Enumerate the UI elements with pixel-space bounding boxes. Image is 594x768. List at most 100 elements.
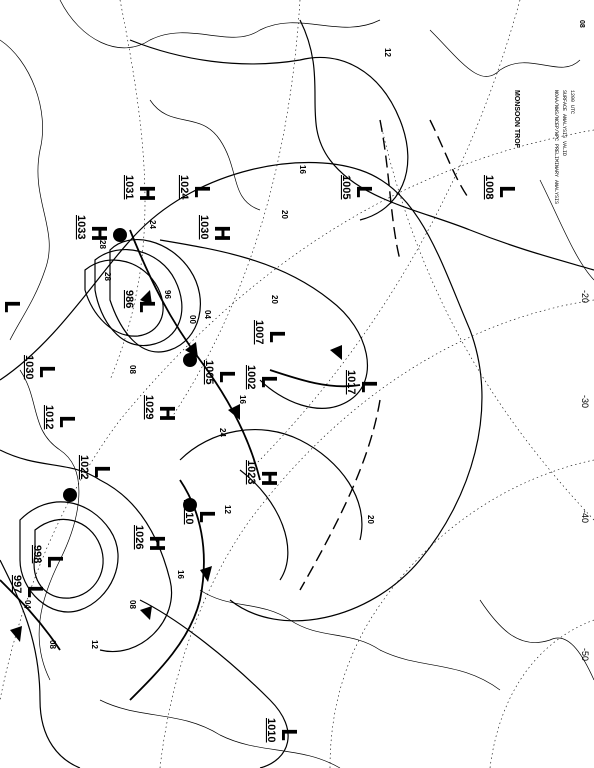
- isobar-label: 12: [223, 505, 232, 514]
- pressure-value: 1026: [133, 525, 145, 549]
- lat-label: -20: [580, 290, 590, 303]
- isobar-label: 28: [103, 272, 112, 281]
- header-line-1: NOAA/NWS/NCEP/WPC PRELIMINARY ANALYSIS: [553, 90, 559, 204]
- low-symbol: L: [495, 185, 519, 198]
- isobar-label: 20: [366, 515, 375, 524]
- pressure-value: 1002: [245, 365, 257, 389]
- pressure-value: 997: [11, 575, 23, 593]
- pressure-value: 1010: [183, 500, 195, 524]
- pressure-value: 1023: [245, 460, 257, 484]
- low-symbol: L: [43, 555, 67, 568]
- isobar-label: 12: [90, 640, 99, 649]
- isobar-label: 20: [270, 295, 279, 304]
- pressure-value: 1033: [75, 215, 87, 239]
- isobar-label: 20: [280, 210, 289, 219]
- pressure-value: 1007: [253, 320, 265, 344]
- high-symbol: H: [155, 405, 179, 422]
- isobar-label: 08: [128, 365, 137, 374]
- pressure-value: 1029: [143, 395, 155, 419]
- pressure-value: 1022: [78, 455, 90, 479]
- trough-lines: [299, 119, 471, 591]
- low-symbol: L: [190, 185, 214, 198]
- high-symbol: H: [135, 185, 159, 202]
- high-symbol: H: [257, 470, 281, 487]
- pressure-value: 1017: [345, 370, 357, 394]
- isobar-label: 28: [98, 240, 107, 249]
- isobar-label: 16: [298, 165, 307, 174]
- isobar-label: 24: [148, 220, 157, 229]
- isobar-label: 00: [188, 315, 197, 324]
- pressure-value: 1030: [23, 355, 35, 379]
- latitude-labels: -50 -40 -30 -20: [580, 290, 590, 661]
- lat-label: -30: [580, 395, 590, 408]
- pressure-value: 1008: [483, 175, 495, 199]
- low-symbol: L: [23, 585, 47, 598]
- low-symbol: L: [90, 465, 114, 478]
- pressure-value: 1005: [203, 360, 215, 384]
- pressure-value: 998: [31, 545, 43, 563]
- header-line-2: SURFACE ANALYSIS VALID: [561, 90, 567, 156]
- front-symbols: [10, 228, 342, 642]
- low-symbol: L: [352, 185, 376, 198]
- isobar-label: 08: [48, 640, 57, 649]
- isobar-label: 12: [383, 48, 392, 57]
- pressure-value: 1005: [340, 175, 352, 199]
- high-symbol: H: [145, 535, 169, 552]
- isobar-label: 16: [238, 395, 247, 404]
- isobar-label: 08: [128, 600, 137, 609]
- low-symbol: L: [357, 380, 381, 393]
- low-symbol: L: [277, 728, 301, 741]
- low-symbol: L: [55, 415, 79, 428]
- low-symbol: L: [135, 300, 159, 313]
- low-symbol: L: [265, 330, 289, 343]
- trough-label: MONSOON TROF: [513, 90, 520, 149]
- chart-header: NOAA/NWS/NCEP/WPC PRELIMINARY ANALYSIS S…: [513, 20, 585, 204]
- fronts: [0, 229, 361, 701]
- pressure-value: 986: [123, 290, 135, 308]
- isobar-label: 24: [218, 428, 227, 437]
- isobars: [0, 19, 594, 768]
- header-line-3: 1200 UTC: [569, 90, 575, 114]
- low-symbol: L: [215, 370, 239, 383]
- lat-label: -50: [580, 648, 590, 661]
- high-symbol: H: [210, 225, 234, 242]
- low-symbol: L: [0, 300, 24, 313]
- lat-label: -40: [580, 510, 590, 523]
- pressure-value: 1031: [123, 175, 135, 199]
- isobar-label: 16: [176, 570, 185, 579]
- low-symbol: L: [257, 375, 281, 388]
- isobar-label: 04: [23, 600, 32, 609]
- high-symbol: H: [87, 225, 111, 242]
- low-symbol: L: [195, 510, 219, 523]
- isobar-label: 96: [163, 290, 172, 299]
- pressure-value: 1030: [198, 215, 210, 239]
- pressure-value: 1010: [265, 718, 277, 742]
- low-symbol: L: [35, 365, 59, 378]
